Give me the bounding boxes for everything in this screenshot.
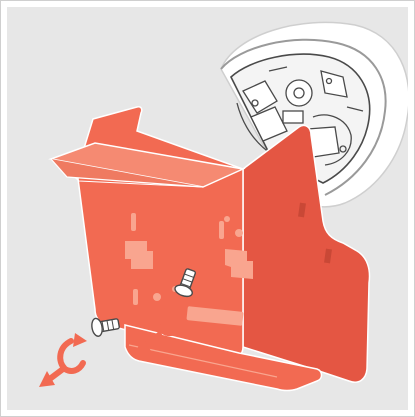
rotate-arrow-icon	[60, 333, 87, 371]
illustration-panel	[7, 7, 408, 410]
mounting-illustration	[7, 7, 408, 410]
insert-arrow-icon	[39, 369, 63, 387]
